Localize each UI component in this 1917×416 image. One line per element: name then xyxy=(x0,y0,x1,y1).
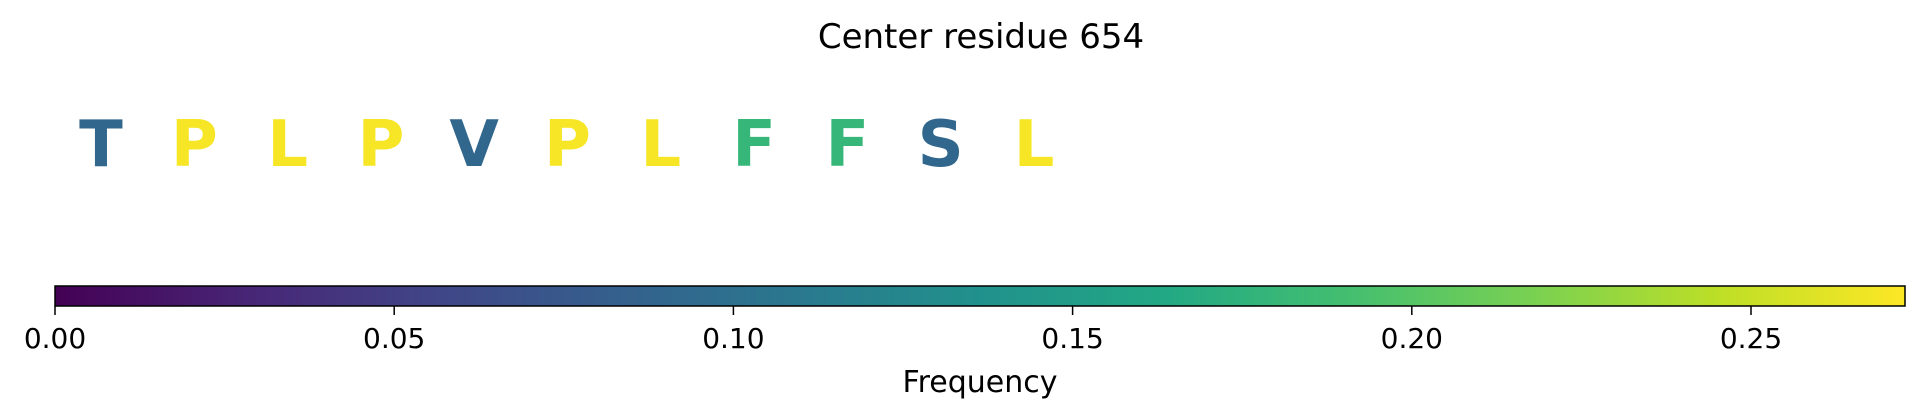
residue-letter: F xyxy=(826,108,870,182)
residue-letter: P xyxy=(171,108,218,182)
colorbar-label: Frequency xyxy=(903,365,1058,400)
colorbar-gradient xyxy=(54,285,1906,307)
chart-title: Center residue 654 xyxy=(818,17,1144,57)
colorbar-tick-label: 0.20 xyxy=(1381,322,1443,355)
colorbar-tick-label: 0.05 xyxy=(363,322,425,355)
residue-letter: L xyxy=(640,108,681,182)
residue-letter: L xyxy=(1014,108,1055,182)
colorbar-tick-label: 0.25 xyxy=(1720,322,1782,355)
residue-letter: S xyxy=(918,108,964,182)
residue-letter: V xyxy=(449,108,499,182)
residue-letter: F xyxy=(732,108,776,182)
residue-letter: T xyxy=(79,108,123,182)
colorbar-tick-label: 0.00 xyxy=(24,322,86,355)
residue-letter: P xyxy=(544,108,591,182)
colorbar-ticks: 0.00 0.05 0.10 0.15 0.20 0.25 xyxy=(24,306,1782,355)
colorbar: 0.00 0.05 0.10 0.15 0.20 0.25 Frequency xyxy=(24,285,1906,400)
residue-letter: L xyxy=(267,108,308,182)
colorbar-tick-label: 0.15 xyxy=(1041,322,1103,355)
colorbar-tick-label: 0.10 xyxy=(702,322,764,355)
residue-letter: P xyxy=(357,108,404,182)
